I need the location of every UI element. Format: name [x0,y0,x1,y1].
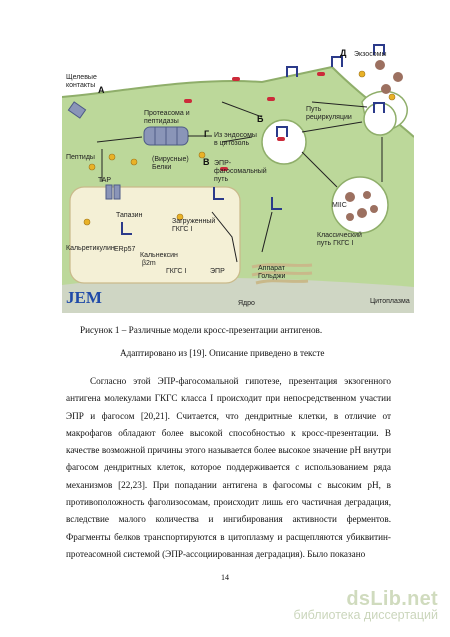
label-a: А [98,85,105,95]
body-paragraph: Согласно этой ЭПР-фагосомальной гипотезе… [66,376,391,559]
label-calnexin: Кальнексин [140,252,178,259]
label-mhc1: ГКГС I [166,268,186,275]
label-b: Б [257,114,264,124]
figure-caption-line1: Рисунок 1 – Различные модели кросс-презе… [80,325,323,335]
label-exosomes: Экзосомы [354,51,387,58]
watermark-main: dsLib.net [346,588,438,610]
label-tapasin: Тапазин [116,212,143,219]
label-calreticulin: Кальретикулин [66,245,115,252]
label-cytoplasm: Цитоплазма [370,298,410,305]
label-d: Д [340,48,347,58]
figure-caption-line2: Адаптировано из [19]. Описание приведено… [120,348,325,358]
jem-logo: JEM [66,288,102,307]
label-viral-proteins: (Вирусные)Белки [152,156,189,171]
label-tap: TAP [98,177,111,184]
label-miic: MIIC [332,202,347,209]
label-g: Г [204,129,209,139]
er-compartment [69,186,241,284]
label-er: ЭПР [210,268,225,275]
label-v: В [203,157,210,167]
label-peptides: Пептиды [66,154,95,161]
miic [331,176,389,234]
label-b2m: β2m [142,260,156,267]
body-paragraph-container: Согласно этой ЭПР-фагосомальной гипотезе… [66,373,391,563]
label-erp57: ERp57 [114,246,136,253]
page-number: 14 [221,573,229,582]
watermark-sub: библиотека диссертаций [293,608,438,622]
watermark: dsLib.net библиотека диссертаций [294,588,438,622]
label-nucleus: Ядро [238,300,255,307]
phagosome [261,119,307,165]
nucleus [62,277,414,313]
